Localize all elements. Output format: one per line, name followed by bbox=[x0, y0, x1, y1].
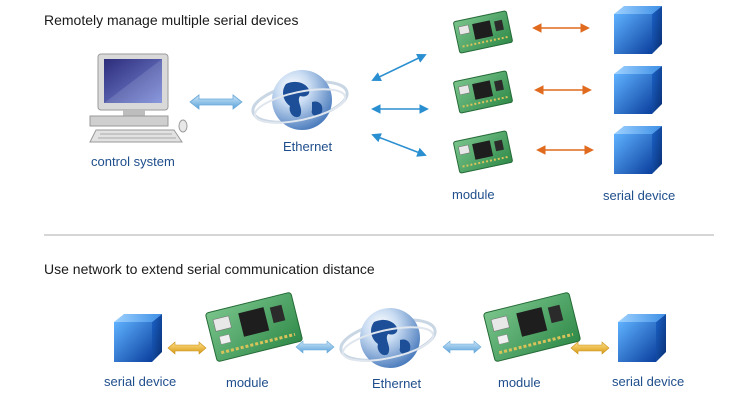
module-label-right: module bbox=[498, 375, 541, 390]
ethernet-label: Ethernet bbox=[283, 139, 333, 154]
ethernet-label-bottom: Ethernet bbox=[372, 376, 422, 391]
section-divider bbox=[44, 234, 714, 236]
module-board-icon bbox=[453, 10, 513, 54]
double-arrow bbox=[442, 340, 482, 354]
serial-arrows bbox=[532, 23, 594, 155]
serial-device-cube-icon bbox=[114, 314, 162, 362]
module-board-icon bbox=[483, 292, 581, 362]
serial-device-cube-icon bbox=[618, 314, 666, 362]
serial-device-label: serial device bbox=[603, 188, 676, 203]
serial-link-arrow bbox=[570, 341, 610, 355]
serial-device-label-right: serial device bbox=[612, 374, 685, 389]
globe-icon bbox=[251, 70, 349, 130]
module-board-icon bbox=[453, 70, 513, 114]
serial-device-cube-icon bbox=[614, 126, 662, 174]
double-arrow bbox=[295, 340, 335, 354]
section2-title: Use network to extend serial communicati… bbox=[44, 261, 375, 277]
double-arrow bbox=[189, 94, 243, 110]
globe-icon bbox=[339, 308, 437, 368]
serial-device-cube-icon bbox=[614, 66, 662, 114]
serial-device-label-left: serial device bbox=[104, 374, 177, 389]
serial-device-cube-icon bbox=[614, 6, 662, 54]
module-board-icon bbox=[205, 292, 303, 362]
section1-title: Remotely manage multiple serial devices bbox=[44, 12, 299, 28]
control-system-label: control system bbox=[91, 154, 175, 169]
network-arrows bbox=[371, 54, 429, 157]
module-board-icon bbox=[453, 130, 513, 174]
computer-icon bbox=[89, 53, 188, 143]
serial-link-arrow bbox=[167, 341, 207, 355]
module-label: module bbox=[452, 187, 495, 202]
module-label-left: module bbox=[226, 375, 269, 390]
